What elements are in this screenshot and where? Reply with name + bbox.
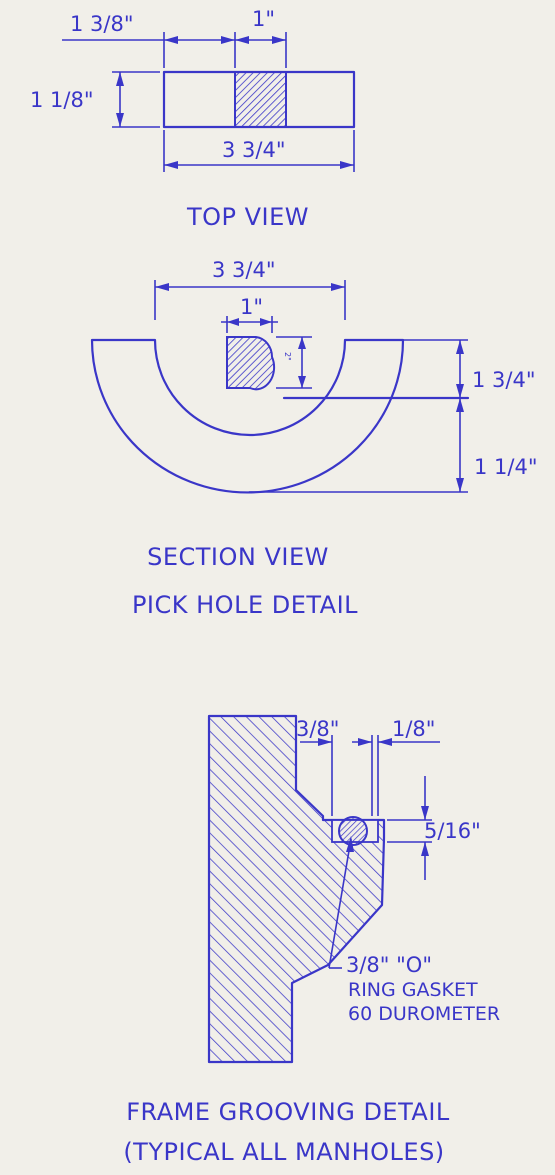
frame-grooving-title: FRAME GROOVING DETAIL	[126, 1098, 450, 1126]
top-view-dim-height: 1 1/8"	[30, 71, 160, 128]
section-view-hole-depth-label: 2"	[283, 352, 292, 361]
section-view-body	[90, 338, 405, 494]
top-view: 1 3/8" 1" 1 1/8" 3 3/4" TOP VIEW	[30, 7, 356, 231]
pick-hole	[226, 336, 276, 391]
gasket-durometer-label: 60 DUROMETER	[348, 1003, 500, 1025]
frame-dim-depth: 5/16"	[387, 776, 481, 880]
frame-groove-depth-label: 5/16"	[424, 819, 481, 843]
top-view-total-width-label: 3 3/4"	[222, 138, 286, 162]
section-view-title: SECTION VIEW	[147, 543, 329, 571]
frame-grooving-detail: 3/8" 1/8" 5/16" 3/8" "O" RING GASKET 60 …	[123, 714, 500, 1166]
top-view-slot-width-label: 1"	[252, 7, 275, 31]
section-view-dim-top: 3 3/4"	[154, 258, 346, 320]
section-view-dim-hole: 1"	[221, 295, 278, 333]
section-view-dim-right: 1 3/4" 1 1/4"	[249, 339, 538, 493]
top-view-dim-top: 1 3/8" 1"	[62, 7, 287, 68]
gasket-leader	[328, 836, 354, 969]
top-view-title: TOP VIEW	[186, 203, 309, 231]
o-ring-gasket	[338, 816, 368, 846]
frame-dim-top: 3/8" 1/8"	[296, 717, 440, 816]
top-view-left-width-label: 1 3/8"	[70, 12, 134, 36]
section-view-hole-width-label: 1"	[240, 295, 263, 319]
section-view-dim-hole-depth: 2"	[276, 336, 312, 389]
section-view-lower-height-label: 1 1/4"	[474, 455, 538, 479]
pick-hole-detail-title: PICK HOLE DETAIL	[132, 591, 358, 619]
frame-groove-offset-label: 3/8"	[296, 717, 339, 741]
section-view-upper-height-label: 1 3/4"	[472, 368, 536, 392]
section-view-total-width-label: 3 3/4"	[212, 258, 276, 282]
top-view-slot	[234, 71, 287, 128]
gasket-type-label: RING GASKET	[348, 979, 478, 1001]
section-view: 3 3/4" 1" 2" 1	[90, 258, 538, 619]
top-view-dim-bottom: 3 3/4"	[163, 130, 355, 172]
frame-profile	[207, 714, 386, 1064]
frame-grooving-subtitle: (TYPICAL ALL MANHOLES)	[123, 1138, 444, 1166]
frame-gap-label: 1/8"	[392, 717, 435, 741]
gasket-size-label: 3/8" "O"	[346, 953, 432, 977]
top-view-height-label: 1 1/8"	[30, 88, 94, 112]
